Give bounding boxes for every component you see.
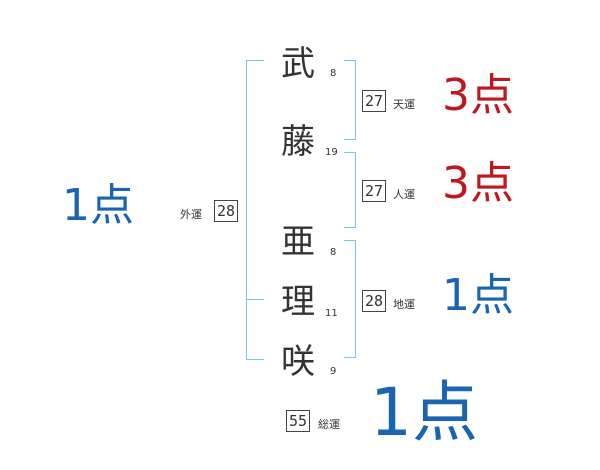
name-char-2: 藤 <box>281 122 315 162</box>
gai-value-box: 28 <box>214 200 238 222</box>
gai-bracket-connector <box>246 299 264 300</box>
gai-label: 外運 <box>180 208 202 221</box>
sou-label: 総運 <box>318 418 340 431</box>
ten-score: 3点 <box>442 70 514 121</box>
stroke-count-4: 11 <box>325 308 338 319</box>
name-char-3: 亜 <box>281 222 315 262</box>
chi-bracket <box>344 240 356 358</box>
sou-value-box: 55 <box>286 410 310 432</box>
name-char-4: 理 <box>281 282 315 322</box>
jin-score: 3点 <box>442 158 514 209</box>
stroke-count-5: 9 <box>330 366 337 377</box>
chi-value-box: 28 <box>362 290 386 312</box>
jin-label: 人運 <box>393 188 415 201</box>
name-char-5: 咲 <box>281 342 315 382</box>
stroke-count-3: 8 <box>330 247 337 258</box>
chi-score: 1点 <box>442 270 514 321</box>
gai-score: 1点 <box>62 180 134 231</box>
stroke-count-1: 8 <box>330 68 337 79</box>
ten-bracket <box>344 60 356 140</box>
ten-label: 天運 <box>393 98 415 111</box>
ten-value-box: 27 <box>362 90 386 112</box>
jin-value-box: 27 <box>362 180 386 202</box>
gai-bracket <box>246 60 264 360</box>
sou-score: 1点 <box>370 374 478 451</box>
name-char-1: 武 <box>281 44 315 84</box>
jin-bracket <box>344 152 356 228</box>
stroke-count-2: 19 <box>325 147 338 158</box>
chi-label: 地運 <box>393 298 415 311</box>
